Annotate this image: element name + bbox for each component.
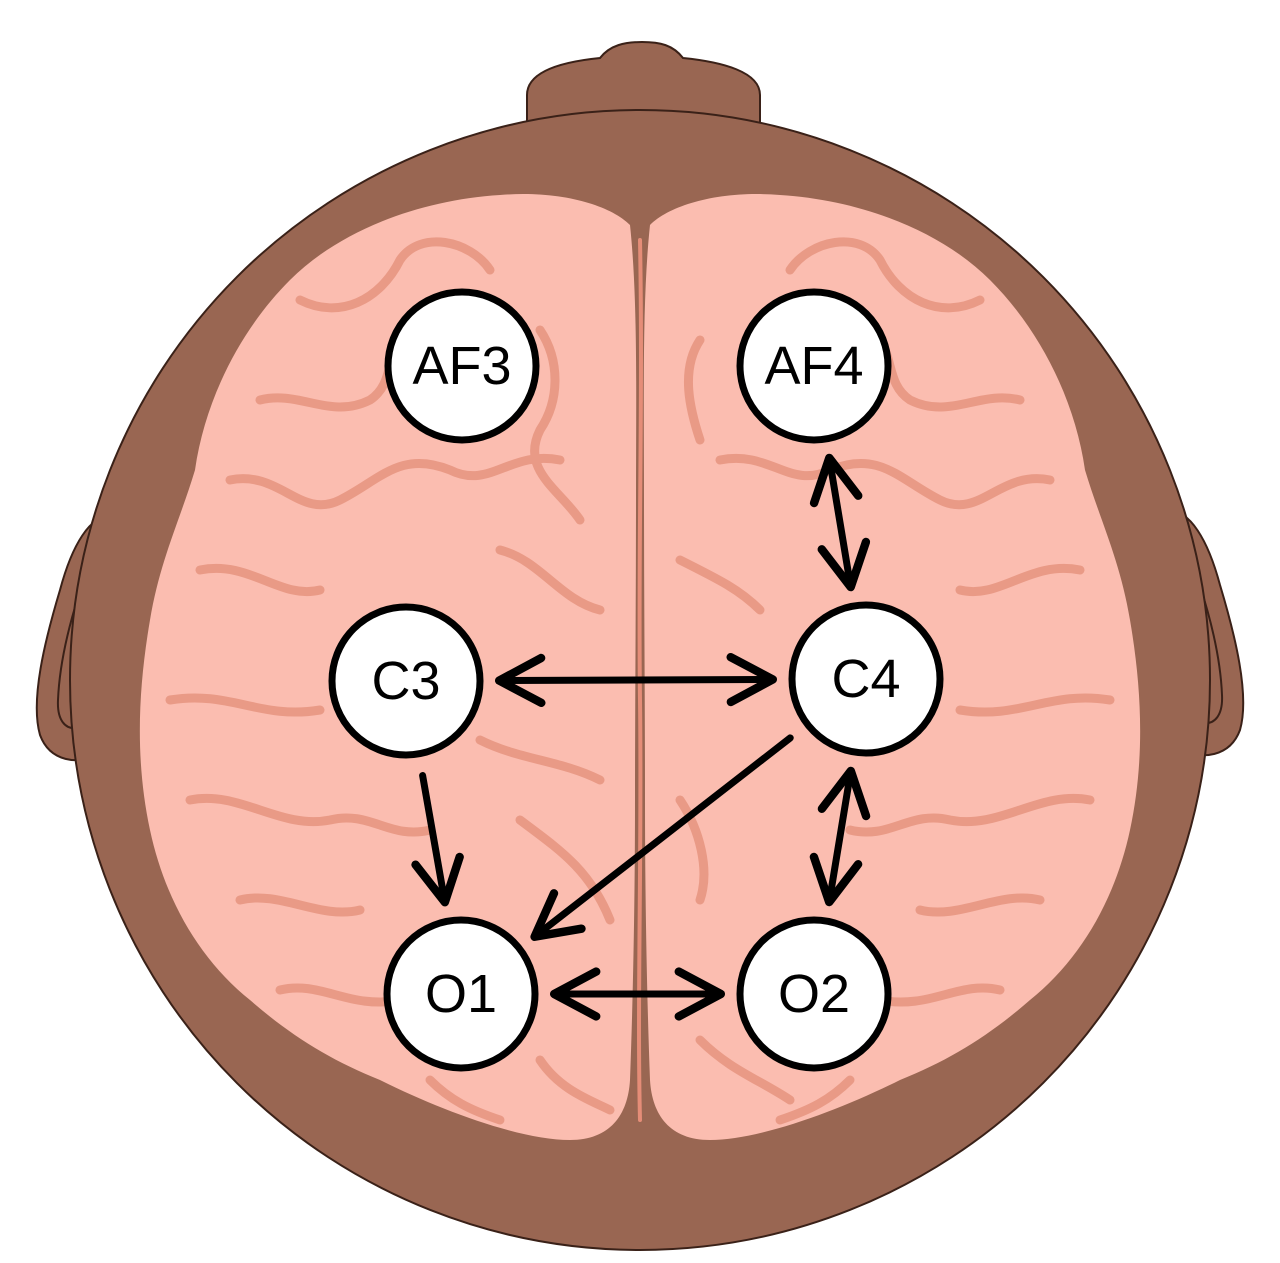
left-gyri — [165, 237, 615, 1125]
connection-C3-C4 — [494, 652, 778, 708]
connection-C3-O1 — [411, 772, 464, 907]
connection-AF4-C4 — [809, 453, 871, 592]
electrode-label: O1 — [425, 964, 497, 1024]
electrode-node — [736, 916, 892, 1072]
connection-C4-O1 — [530, 734, 794, 941]
connections-layer — [411, 453, 871, 1021]
electrode-AF4: AF4 — [736, 288, 892, 444]
electrode-node — [788, 601, 944, 757]
electrode-C3: C3 — [328, 603, 484, 759]
electrode-label: C4 — [831, 649, 900, 709]
electrode-label: O2 — [778, 964, 850, 1024]
electrode-node — [328, 603, 484, 759]
electrode-O2: O2 — [736, 916, 892, 1072]
electrode-node — [383, 916, 539, 1072]
electrode-AF3: AF3 — [384, 288, 540, 444]
connection-C4-O2 — [809, 766, 871, 907]
electrode-node — [736, 288, 892, 444]
electrode-O1: O1 — [383, 916, 539, 1072]
electrode-label: AF3 — [412, 336, 511, 396]
electrode-label: AF4 — [764, 336, 863, 396]
electrode-node — [384, 288, 540, 444]
electrode-label: C3 — [371, 651, 440, 711]
electrode-C4: C4 — [788, 601, 944, 757]
